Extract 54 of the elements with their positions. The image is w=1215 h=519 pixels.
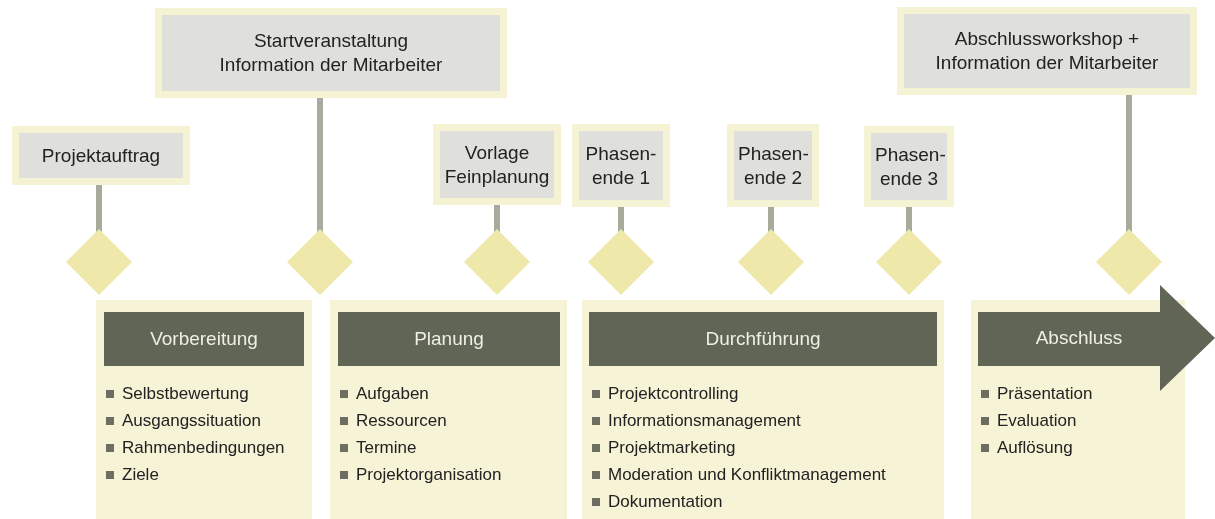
bullet-item: Evaluation [981,407,1093,434]
milestone-box [572,124,670,207]
milestone-label: Phasen- ende 1 [584,141,658,190]
milestone-box [433,124,561,205]
connector-line [768,207,774,233]
milestone-label: Projektauftrag [41,143,161,168]
connector-line [494,205,500,233]
milestone-box [727,124,819,207]
diamond-marker [287,229,353,295]
connector-line [96,185,102,233]
milestone-label: Startveranstaltung Information der Mitarbeiter [218,29,444,77]
diamond-marker [66,229,132,295]
bullet-item: Ausgangssituation [106,407,285,434]
milestone-label: Vorlage Feinplanung [444,140,550,189]
diamond-marker [464,229,530,295]
bullet-item: Aufgaben [340,380,502,407]
diamond-marker [876,229,942,295]
phase-title: Planung [414,328,484,350]
milestone-box [897,7,1197,95]
phase-panel [582,300,944,519]
bullet-item: Projektcontrolling [592,380,886,407]
diamond-marker [588,229,654,295]
bullet-item: Selbstbewertung [106,380,285,407]
phase-title: Abschluss [1034,327,1124,349]
phase-header-bar [338,312,560,366]
milestone-box [864,126,954,207]
phase-header-bar [589,312,937,366]
bullet-item: Projektorganisation [340,461,502,488]
phase-panel [96,300,312,519]
milestone-label: Abschlussworkshop + Information der Mitarbeiter [934,27,1160,75]
diamond-marker [738,229,804,295]
bullet-item: Informationsmanagement [592,407,886,434]
diamond-marker [1096,229,1162,295]
phase-header-bar [104,312,304,366]
milestone-box [12,126,190,185]
bullet-item: Projektmarketing [592,434,886,461]
bullet-item: Moderation und Konfliktmanagement [592,461,886,488]
connector-line [1126,95,1132,233]
bullet-item: Ressourcen [340,407,502,434]
connector-line [618,207,624,233]
bullet-item: Dokumentation [592,488,886,515]
connector-line [317,98,323,233]
milestone-box [155,8,507,98]
phase-title: Durchführung [705,328,821,350]
bullet-item: Ziele [106,461,285,488]
bullet-item: Auflösung [981,434,1093,461]
milestone-label: Phasen- ende 3 [875,142,943,191]
bullet-item: Präsentation [981,380,1093,407]
connector-line [906,207,912,233]
bullet-item: Rahmenbedingungen [106,434,285,461]
phase-title: Vorbereitung [150,328,258,350]
phase-panel [330,300,567,519]
milestone-label: Phasen- ende 2 [738,141,808,190]
bullet-item: Termine [340,434,502,461]
